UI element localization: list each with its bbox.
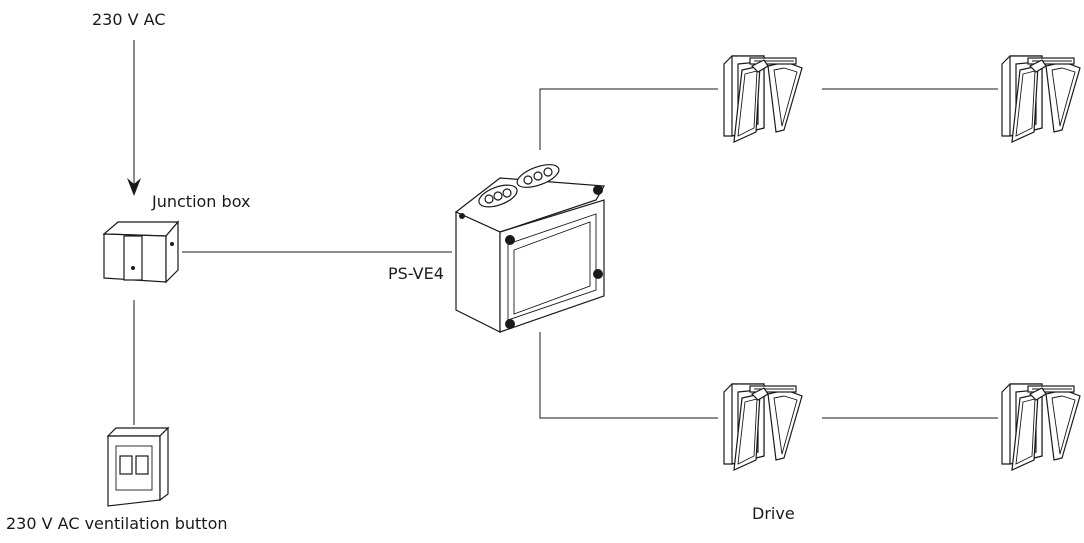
window-drive-icon xyxy=(723,383,803,471)
wall-switch-icon xyxy=(106,426,170,507)
ventilation-button-label: 230 V AC ventilation button xyxy=(6,514,228,533)
junction-box-label: Junction box xyxy=(152,192,251,211)
drive-label: Drive xyxy=(752,504,795,523)
control-unit-icon xyxy=(454,164,605,333)
window-drive-icon xyxy=(1001,55,1081,143)
wire-power-to-junction xyxy=(127,40,141,196)
window-drive-icon xyxy=(723,55,803,143)
wire-control-to-bottom-drives xyxy=(539,332,718,419)
power-input-label: 230 V AC xyxy=(92,10,166,29)
control-unit-label: PS-VE4 xyxy=(388,264,444,283)
wire-control-to-top-drives xyxy=(539,88,718,150)
window-drive-icon xyxy=(1001,383,1081,471)
junction-box-icon xyxy=(102,220,180,284)
